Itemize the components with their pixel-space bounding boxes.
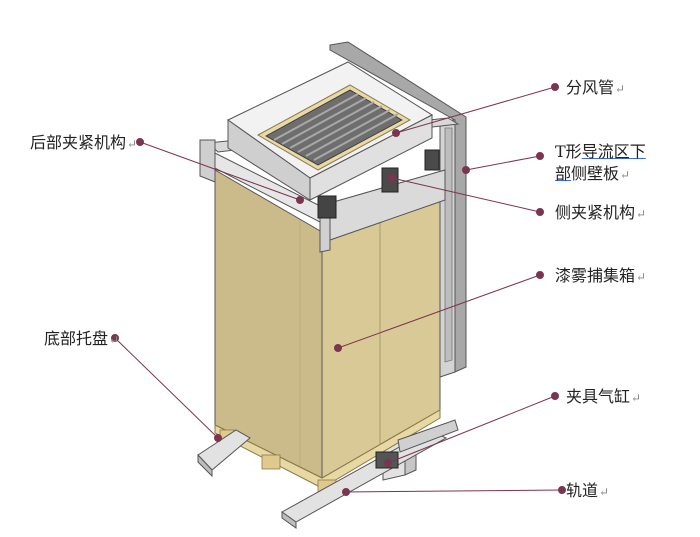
bottom-pallet [214, 409, 441, 489]
label-text: 后部夹紧机构 [30, 133, 127, 152]
label-bottom-pallet: 底部托盘↵ [44, 329, 119, 350]
label-t-side-wall-line1: T形导流区下 [555, 142, 646, 162]
return-mark: ↵ [599, 485, 610, 499]
label-paint-mist-collection-box: 漆雾捕集箱↵ [555, 266, 646, 287]
leader-guidao [345, 489, 563, 493]
leader-dot-fengguan [392, 129, 400, 137]
return-mark: ↵ [127, 137, 138, 151]
return-mark: ↵ [109, 333, 120, 347]
label-t-side-wall-line2: 部侧壁板↵ [555, 164, 630, 185]
leader-fengguan [395, 86, 556, 134]
return-mark: ↵ [636, 270, 647, 284]
label-rail: 轨道↵ [566, 481, 609, 502]
leader-houbu [139, 141, 301, 201]
label-rear-clamp-mechanism: 后部夹紧机构↵ [30, 133, 137, 154]
return-mark: ↵ [631, 391, 642, 405]
label-air-distribution-duct: 分风管↵ [566, 78, 625, 99]
label-text: 底部托盘 [44, 329, 109, 348]
label-text: T形 [555, 142, 582, 161]
return-mark: ↵ [615, 82, 626, 96]
leader-lines [111, 83, 566, 496]
leader-tdl [465, 155, 541, 171]
label-side-clamp-mechanism: 侧夹紧机构↵ [555, 203, 646, 224]
return-mark: ↵ [620, 168, 631, 182]
label-text-underlined: 部 [555, 164, 572, 183]
t-side-wall-panel [329, 41, 467, 373]
leader-jiaju [387, 395, 556, 464]
leader-cejia [391, 177, 541, 213]
leader-dibu [114, 337, 219, 439]
rear-clamp-bracket [199, 139, 216, 183]
leader-qiwu [337, 274, 541, 349]
label-text: 夹具气缸 [566, 387, 631, 406]
label-text: 侧壁板 [571, 164, 620, 183]
label-text-underlined: 导流区下 [581, 142, 646, 161]
label-text: 侧夹紧机构 [555, 203, 636, 222]
return-mark: ↵ [636, 207, 647, 221]
label-clamp-cylinder: 夹具气缸↵ [566, 387, 641, 408]
label-text: 分风管 [566, 78, 615, 97]
label-text: 漆雾捕集箱 [555, 266, 636, 285]
label-text: 轨道 [566, 481, 599, 500]
